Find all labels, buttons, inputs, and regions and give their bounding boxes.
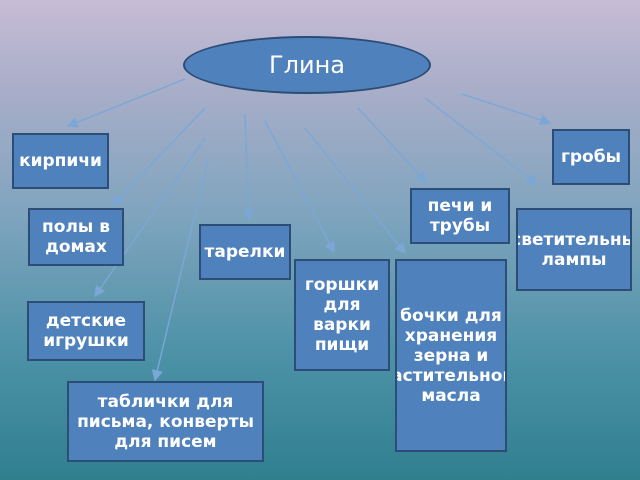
node-plates: тарелки — [199, 224, 291, 280]
node-bricks: кирпичи — [12, 133, 109, 189]
node-lamps: осветительные лампы — [516, 208, 632, 291]
root-node: Глина — [183, 36, 431, 94]
node-barrels-label: бочки для хранения зерна и растительного… — [397, 305, 505, 406]
arrow-to-plates — [243, 113, 255, 221]
node-pots: горшки для варки пищи — [294, 259, 390, 371]
root-label: Глина — [269, 51, 345, 79]
node-lamps-label: осветительные лампы — [518, 229, 630, 270]
arrow-to-stoves — [357, 107, 427, 184]
node-stoves: печи и трубы — [410, 188, 510, 244]
node-pots-label: горшки для варки пищи — [304, 275, 380, 355]
node-coffins-label: гробы — [561, 147, 621, 167]
node-toys: детские игрушки — [27, 301, 145, 361]
node-floors: полы в домах — [28, 208, 124, 266]
node-toys-label: детские игрушки — [43, 311, 129, 351]
node-stoves-label: печи и трубы — [427, 196, 493, 236]
node-tablets: таблички для письма, конверты для писем — [67, 381, 264, 462]
node-tablets-label: таблички для письма, конверты для писем — [77, 391, 254, 452]
arrow-to-bricks — [66, 78, 186, 128]
node-coffins: гробы — [552, 129, 630, 185]
arrow-to-floors — [112, 107, 206, 207]
node-barrels: бочки для хранения зерна и растительного… — [395, 259, 507, 452]
arrow-to-toys — [94, 137, 206, 298]
arrow-to-lamps — [424, 97, 539, 185]
arrow-to-pots — [264, 120, 335, 254]
arrow-to-tablets — [151, 159, 209, 382]
node-floors-label: полы в домах — [42, 217, 110, 257]
node-bricks-label: кирпичи — [19, 151, 102, 171]
arrow-to-coffins — [461, 93, 552, 126]
node-plates-label: тарелки — [204, 242, 286, 262]
arrow-to-barrels — [304, 127, 406, 255]
